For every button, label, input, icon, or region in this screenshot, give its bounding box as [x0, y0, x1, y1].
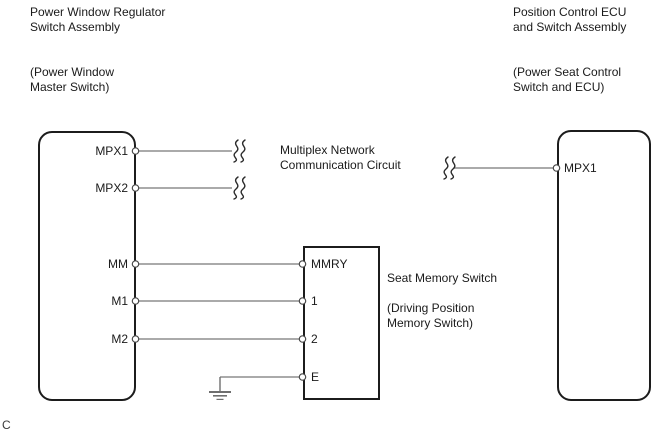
- terminal-label-e: E: [311, 370, 320, 384]
- right-component-subtitle: (Power Seat Control Switch and ECU): [513, 65, 622, 94]
- figure-footer-label: C: [2, 418, 11, 432]
- seat-memory-switch-label: Seat Memory Switch: [387, 271, 498, 285]
- seat-memory-switch-block: [303, 246, 380, 400]
- left-component-block: [38, 131, 136, 401]
- terminal-label-mpx1-left: MPX1: [95, 144, 128, 158]
- terminal-label-mm: MM: [108, 257, 128, 271]
- wire-break-icon: [233, 176, 246, 200]
- left-component-title: Power Window Regulator Switch Assembly: [30, 5, 166, 34]
- right-component-block: [557, 130, 651, 401]
- wire-break-icon: [233, 139, 246, 163]
- left-component-subtitle: (Power Window Master Switch): [30, 65, 115, 94]
- terminal-label-mpx2-left: MPX2: [95, 181, 128, 195]
- right-component-title: Position Control ECU and Switch Assembly: [513, 5, 627, 34]
- multiplex-network-label: Multiplex Network Communication Circuit: [280, 143, 401, 172]
- terminal-label-m2: M2: [111, 332, 128, 346]
- seat-memory-switch-sublabel: (Driving Position Memory Switch): [387, 301, 475, 330]
- terminal-label-2: 2: [311, 332, 318, 346]
- terminal-label-mpx1-right: MPX1: [564, 161, 597, 175]
- terminal-label-1: 1: [311, 294, 318, 308]
- terminal-label-m1: M1: [111, 294, 128, 308]
- terminal-label-mmry: MMRY: [311, 257, 348, 271]
- ground-icon: [209, 377, 231, 400]
